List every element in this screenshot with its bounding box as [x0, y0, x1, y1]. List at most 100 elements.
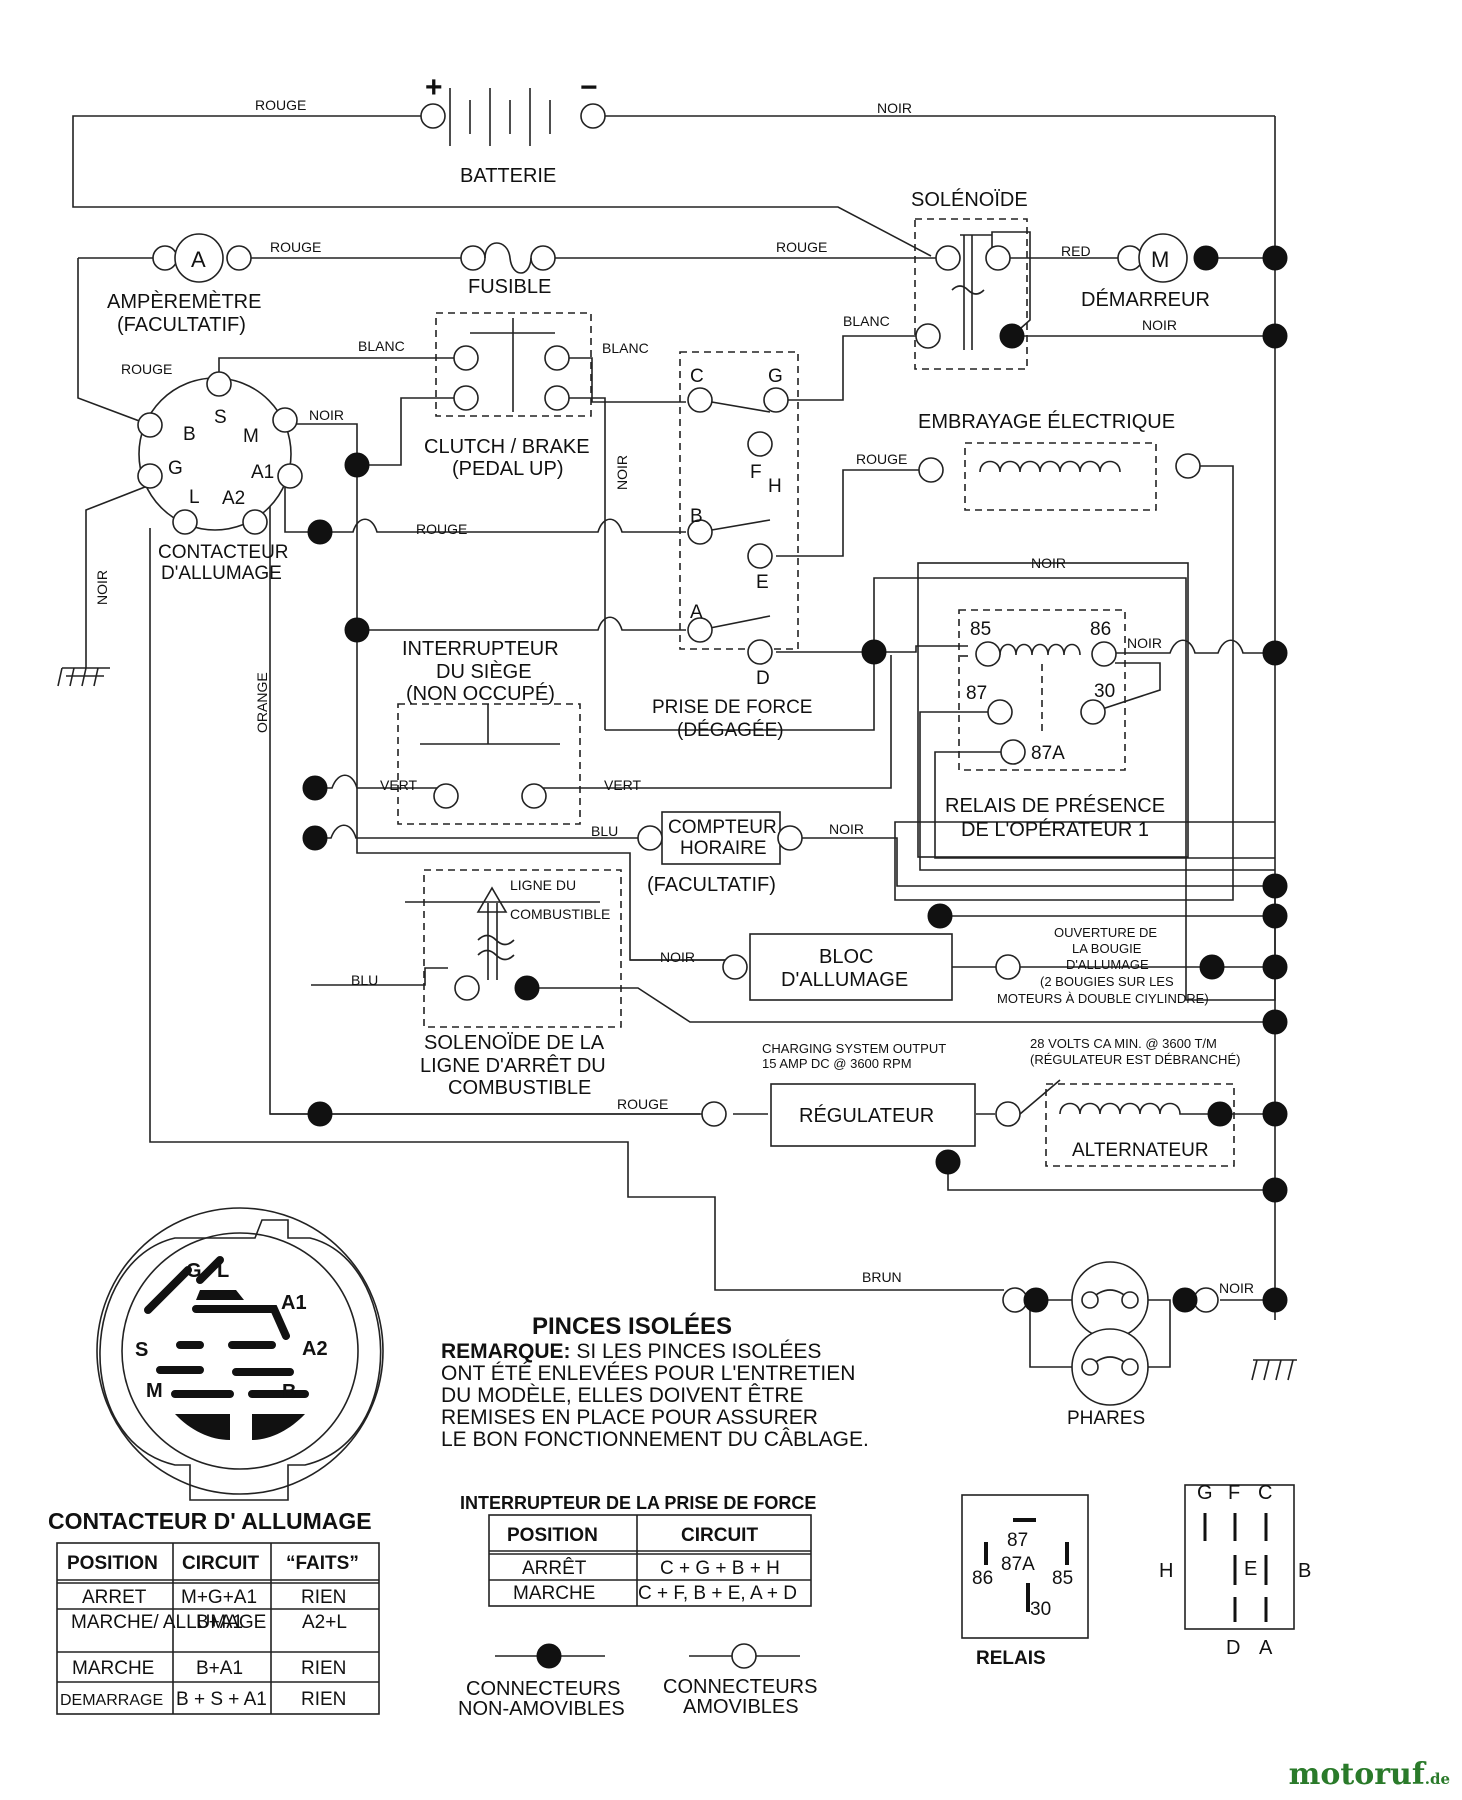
- relay-pin-label: 87: [966, 683, 987, 704]
- ign-face-label: M: [146, 1380, 163, 1402]
- note-line: SI LES PINCES ISOLÉES: [571, 1340, 822, 1363]
- pto-pin-label: H: [768, 476, 782, 497]
- relay-pin-label: 30: [1094, 681, 1115, 702]
- ignition-switch-label-2: D'ALLUMAGE: [161, 563, 282, 584]
- pto-pinout-label: G: [1197, 1482, 1213, 1504]
- ign-table-cell: MARCHE: [72, 1658, 154, 1679]
- wire-label: BLANC: [602, 340, 649, 356]
- note-title: PINCES ISOLÉES: [532, 1312, 732, 1340]
- ignition-switch-label: CONTACTEUR: [158, 542, 289, 563]
- spark-label-2: LA BOUGIE: [1072, 941, 1142, 956]
- pto-switch-label: PRISE DE FORCE: [652, 697, 812, 718]
- seat-switch-label-2: DU SIÈGE: [436, 660, 532, 683]
- battery-plus-terminal: [420, 103, 446, 129]
- relay-pinout-label: 86: [972, 1568, 993, 1589]
- pto-pinout-label: C: [1258, 1482, 1272, 1504]
- wire-label: ROUGE: [255, 97, 306, 113]
- ign-face-label: A1: [281, 1292, 307, 1314]
- wire-label: VERT: [604, 777, 642, 793]
- relay-label-2: DE L'OPÉRATEUR 1: [961, 818, 1149, 841]
- fuse-label: FUSIBLE: [468, 276, 551, 298]
- battery-label: BATTERIE: [460, 165, 556, 187]
- ign-pin-label: A1: [251, 462, 274, 483]
- ign-table-cell: MARCHE/ ALLUMAGE: [71, 1612, 266, 1633]
- wire-label: VERT: [380, 777, 418, 793]
- ign-pin-label: G: [168, 458, 183, 479]
- ign-table-cell: M+G+A1: [181, 1587, 257, 1608]
- hour-meter-label-2: HORAIRE: [680, 838, 767, 859]
- ignition-table: CONTACTEUR D' ALLUMAGE POSITION CIRCUIT …: [48, 1508, 380, 1715]
- charging-label-2: 15 AMP DC @ 3600 RPM: [762, 1056, 912, 1071]
- wire-label: NOIR: [1219, 1280, 1254, 1296]
- note-line: REMISES EN PLACE POUR ASSURER: [441, 1406, 818, 1429]
- pto-pinout-label: B: [1298, 1560, 1311, 1582]
- note-line: ONT ÉTÉ ENLEVÉES POUR L'ENTRETIEN: [441, 1362, 855, 1385]
- component-boxes: [138, 88, 1235, 1406]
- legend-label: CONNECTEURS: [466, 1678, 620, 1700]
- ignition-block-label: BLOC: [819, 946, 873, 968]
- pto-table-cell: MARCHE: [513, 1583, 595, 1604]
- wires: [57, 115, 1297, 1381]
- wire-label: NOIR: [309, 407, 344, 423]
- relay-pinout-label: 85: [1052, 1568, 1073, 1589]
- fuel-solenoid-label: SOLENOÏDE DE LA: [424, 1032, 605, 1054]
- wire-label: BRUN: [862, 1269, 902, 1285]
- ign-table-cell: B+A1: [196, 1612, 243, 1633]
- legend-label: NON-AMOVIBLES: [458, 1698, 625, 1720]
- alt-volts-label-2: (RÉGULATEUR EST DÉBRANCHÉ): [1030, 1052, 1240, 1067]
- connectors: [137, 103, 1288, 1376]
- relay-pin-label: 87A: [1031, 743, 1065, 764]
- pto-pinout-label: H: [1159, 1560, 1173, 1582]
- watermark-main: motoruf: [1288, 1757, 1425, 1792]
- ign-table-cell: RIEN: [301, 1587, 346, 1608]
- ign-pin-label: B: [183, 424, 196, 445]
- pto-pin-label: B: [690, 506, 703, 527]
- ign-table-header: CIRCUIT: [182, 1553, 259, 1574]
- wire-label: BLU: [591, 823, 618, 839]
- note-line: LE BON FONCTIONNEMENT DU CÂBLAGE.: [441, 1428, 869, 1451]
- note-line: DU MODÈLE, ELLES DOIVENT ÊTRE: [441, 1384, 804, 1407]
- legend-label: AMOVIBLES: [683, 1696, 799, 1718]
- fuel-line-label-2: COMBUSTIBLE: [510, 906, 610, 922]
- electric-clutch-label: EMBRAYAGE ÉLECTRIQUE: [918, 410, 1175, 433]
- legend-label: CONNECTEURS: [663, 1676, 817, 1698]
- note-lead: REMARQUE:: [441, 1340, 571, 1363]
- pto-table-header: CIRCUIT: [681, 1525, 758, 1546]
- pto-table-header: POSITION: [507, 1525, 598, 1546]
- pin-labels: S B M G A1 L A2 C G F H B E A D 85 86 87…: [168, 366, 1115, 764]
- wire-label: NOIR: [877, 100, 912, 116]
- seat-switch-label-3: (NON OCCUPÉ): [406, 682, 555, 705]
- wire-label: NOIR: [660, 949, 695, 965]
- ign-table-cell: RIEN: [301, 1689, 346, 1710]
- ign-pin-label: S: [214, 407, 227, 428]
- fuel-solenoid-label-3: COMBUSTIBLE: [448, 1077, 591, 1099]
- wire-label: ROUGE: [617, 1096, 668, 1112]
- ign-pin-label: A2: [222, 488, 245, 509]
- relay-pinout: 87 86 87A 85 30 RELAIS: [961, 1494, 1089, 1669]
- relay-label: RELAIS DE PRÉSENCE: [945, 794, 1165, 817]
- pto-table: INTERRUPTEUR DE LA PRISE DE FORCE POSITI…: [460, 1493, 816, 1607]
- minus-sign: −: [580, 71, 598, 104]
- spark-label: OUVERTURE DE: [1054, 925, 1157, 940]
- hour-meter-label-3: (FACULTATIF): [647, 874, 776, 896]
- wire-label: ROUGE: [416, 521, 467, 537]
- pto-table-cell: C + F, B + E, A + D: [638, 1583, 797, 1604]
- pto-pin-label: A: [690, 602, 703, 623]
- ign-table-cell: A2+L: [302, 1612, 347, 1633]
- ign-table-cell: B + S + A1: [176, 1689, 267, 1710]
- pto-pin-label: D: [756, 668, 770, 689]
- pto-pinout: G F C H E B D A: [1159, 1482, 1311, 1659]
- component-labels: + − BATTERIE SOLÉNOÏDE A M DÉMARREUR AMP…: [107, 71, 1240, 1429]
- pto-pinout-label: E: [1244, 1558, 1257, 1580]
- battery-minus-terminal: [580, 103, 606, 129]
- svg-text:REMARQUE: SI LES PINCES ISOLÉE: REMARQUE: SI LES PINCES ISOLÉES: [441, 1340, 821, 1363]
- starter-motor: [1138, 233, 1188, 283]
- relay-pinout-label: 87: [1007, 1530, 1028, 1551]
- ignition-switch-face: G L A1 A2 S M B: [96, 1207, 384, 1501]
- relay-pinout-label: 30: [1030, 1599, 1051, 1620]
- wire-labels: ROUGE NOIR ROUGE ROUGE RED NOIR BLANC BL…: [94, 97, 1254, 1296]
- pto-table-title: INTERRUPTEUR DE LA PRISE DE FORCE: [460, 1493, 816, 1513]
- seat-switch-label: INTERRUPTEUR: [402, 638, 559, 660]
- ign-table-cell: RIEN: [301, 1658, 346, 1679]
